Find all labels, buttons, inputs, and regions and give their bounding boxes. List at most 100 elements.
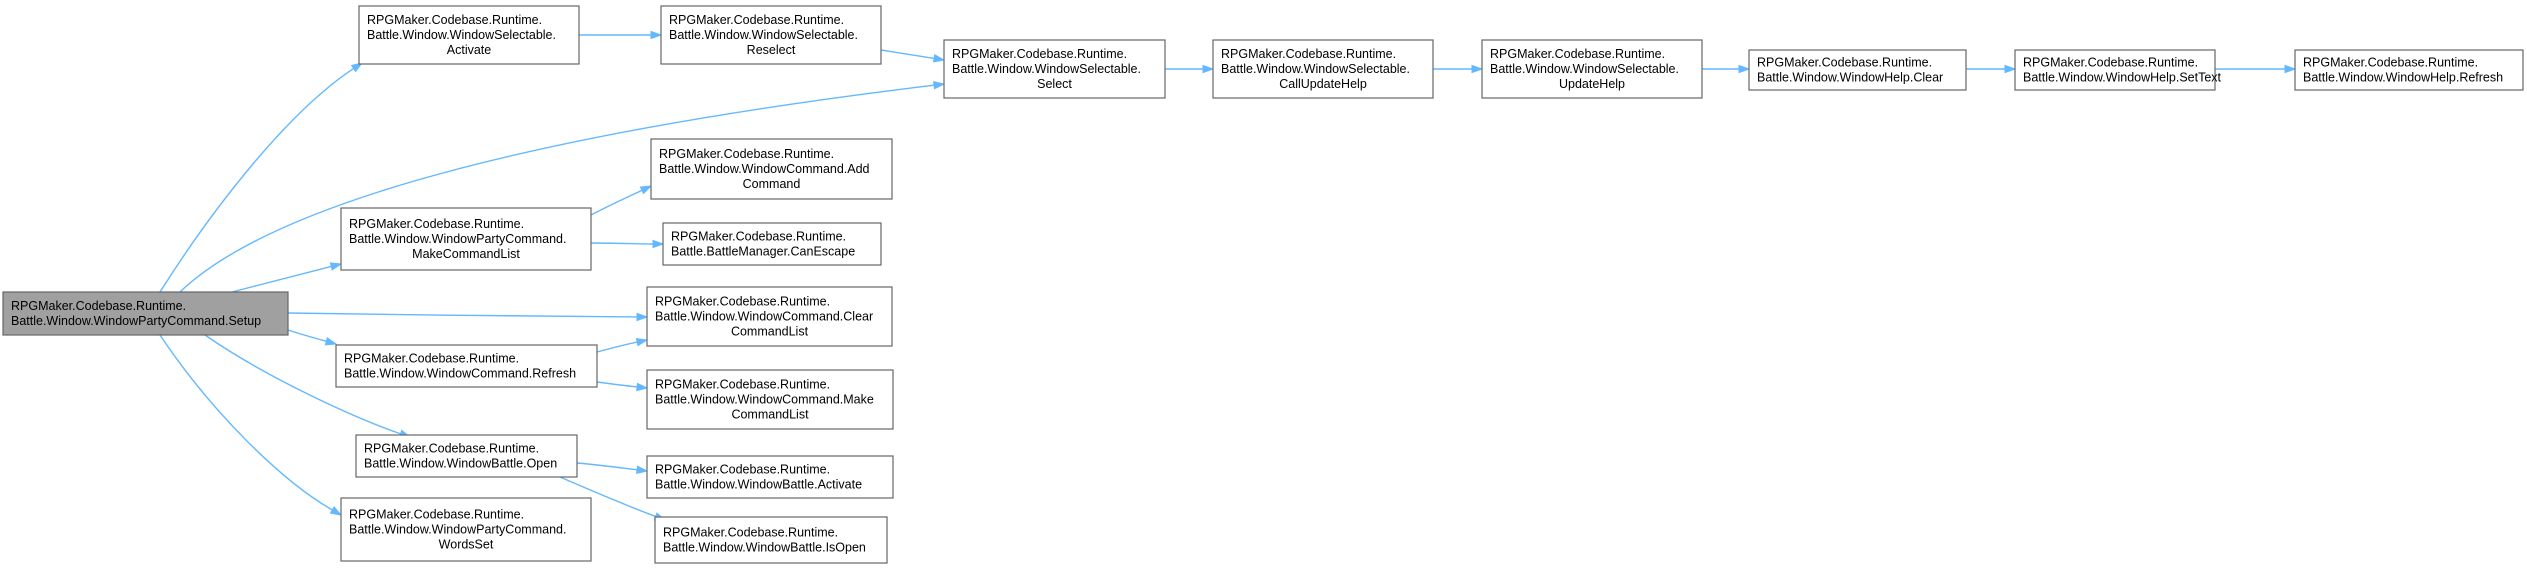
node-ws-select[interactable]: RPGMaker.Codebase.Runtime.Battle.Window.…: [943, 39, 1166, 99]
node-box: [1212, 39, 1434, 99]
nodes-layer: RPGMaker.Codebase.Runtime.Battle.Window.…: [2, 5, 2524, 564]
edge-setup-to-wpc_wordsset: [159, 334, 343, 516]
edge-ws_select-to-ws_callupdatehelp: [1165, 64, 1215, 74]
edge-line: [590, 242, 655, 245]
node-wh-clear[interactable]: RPGMaker.Codebase.Runtime.Battle.Window.…: [1748, 49, 1967, 91]
edge-wc_refresh-to-wc_makecommandlist: [596, 381, 649, 392]
node-wb-activate[interactable]: RPGMaker.Codebase.Runtime.Battle.Window.…: [646, 455, 894, 499]
edge-line: [231, 265, 333, 293]
node-label-line: Battle.Window.WindowSelectable.: [1490, 62, 1679, 76]
node-label-line: RPGMaker.Codebase.Runtime.: [669, 13, 844, 27]
node-label-line: Battle.Window.WindowHelp.Refresh: [2303, 71, 2503, 85]
edge-line: [159, 67, 355, 293]
edge-setup-to-ws_activate: [159, 62, 364, 293]
edge-line: [576, 462, 639, 471]
arrowhead: [650, 30, 663, 40]
arrowhead: [329, 262, 343, 271]
edges-layer: [159, 30, 2297, 521]
node-wh-refresh[interactable]: RPGMaker.Codebase.Runtime.Battle.Window.…: [2294, 49, 2524, 91]
node-wpc-makecommandlist[interactable]: RPGMaker.Codebase.Runtime.Battle.Window.…: [340, 207, 592, 271]
edge-line: [596, 341, 639, 353]
node-label-line: RPGMaker.Codebase.Runtime.: [2303, 56, 2478, 70]
node-bm-canescape[interactable]: RPGMaker.Codebase.Runtime.Battle.BattleM…: [662, 222, 882, 266]
node-label-line: RPGMaker.Codebase.Runtime.: [349, 217, 524, 231]
arrowhead: [324, 337, 338, 346]
node-label-line: CallUpdateHelp: [1279, 77, 1367, 91]
edge-setup-to-wpc_makecommandlist: [231, 262, 343, 293]
node-label-line: Battle.Window.WindowSelectable.: [952, 62, 1141, 76]
node-box: [646, 286, 893, 347]
edge-line: [596, 381, 639, 388]
node-label-line: Activate: [447, 43, 492, 57]
node-label-line: CommandList: [731, 325, 809, 339]
edge-line: [880, 49, 936, 60]
node-label-line: Battle.Window.WindowHelp.Clear: [1757, 71, 1943, 85]
node-wc-addcommand[interactable]: RPGMaker.Codebase.Runtime.Battle.Window.…: [650, 138, 893, 200]
node-label-line: RPGMaker.Codebase.Runtime.: [1490, 47, 1665, 61]
node-box: [943, 39, 1166, 99]
node-box: [654, 516, 888, 564]
node-label-line: RPGMaker.Codebase.Runtime.: [1221, 47, 1396, 61]
node-box: [1481, 39, 1703, 99]
node-ws-activate[interactable]: RPGMaker.Codebase.Runtime.Battle.Window.…: [358, 5, 580, 65]
node-label-line: Battle.Window.WindowSelectable.: [367, 28, 556, 42]
node-ws-updatehelp[interactable]: RPGMaker.Codebase.Runtime.Battle.Window.…: [1481, 39, 1703, 99]
node-label-line: RPGMaker.Codebase.Runtime.: [952, 47, 1127, 61]
node-wc-clearcommandlist[interactable]: RPGMaker.Codebase.Runtime.Battle.Window.…: [646, 286, 893, 347]
edge-line: [159, 334, 334, 512]
node-label-line: Battle.Window.WindowCommand.Refresh: [344, 367, 576, 381]
arrowhead: [652, 239, 665, 249]
edge-wc_refresh-to-wc_clearcommandlist: [596, 337, 649, 353]
node-label-line: Reselect: [747, 43, 796, 57]
node-ws-reselect[interactable]: RPGMaker.Codebase.Runtime.Battle.Window.…: [660, 5, 882, 65]
node-wpc-wordsset[interactable]: RPGMaker.Codebase.Runtime.Battle.Window.…: [340, 497, 592, 562]
node-label-line: Battle.BattleManager.CanEscape: [671, 245, 855, 259]
node-box: [660, 5, 882, 65]
edge-ws_callupdatehelp-to-ws_updatehelp: [1433, 64, 1484, 74]
arrowhead: [933, 80, 946, 90]
node-wc-refresh[interactable]: RPGMaker.Codebase.Runtime.Battle.Window.…: [335, 344, 598, 388]
node-box: [340, 497, 592, 562]
node-wh-settext[interactable]: RPGMaker.Codebase.Runtime.Battle.Window.…: [2014, 49, 2222, 91]
node-wc-makecommandlist[interactable]: RPGMaker.Codebase.Runtime.Battle.Window.…: [646, 369, 894, 430]
node-wb-open[interactable]: RPGMaker.Codebase.Runtime.Battle.Window.…: [355, 434, 578, 478]
node-label-line: RPGMaker.Codebase.Runtime.: [367, 13, 542, 27]
node-label-line: RPGMaker.Codebase.Runtime.: [349, 508, 524, 522]
node-box: [646, 369, 894, 430]
node-setup[interactable]: RPGMaker.Codebase.Runtime.Battle.Window.…: [2, 291, 289, 336]
node-box: [646, 455, 894, 499]
node-label-line: MakeCommandList: [412, 247, 520, 261]
edge-ws_reselect-to-ws_select: [880, 49, 946, 63]
node-label-line: Battle.Window.WindowBattle.IsOpen: [663, 541, 866, 555]
edge-line: [179, 84, 936, 293]
edge-wpc_makecommandlist-to-wc_addcommand: [590, 185, 653, 216]
node-label-line: Battle.Window.WindowPartyCommand.: [349, 523, 566, 537]
node-label-line: Battle.Window.WindowSelectable.: [1221, 62, 1410, 76]
edge-line: [204, 334, 402, 435]
arrowhead: [635, 337, 649, 347]
edge-setup-to-ws_select: [179, 80, 946, 293]
node-label-line: UpdateHelp: [1559, 77, 1625, 91]
node-box: [2014, 49, 2216, 91]
node-ws-callupdatehelp[interactable]: RPGMaker.Codebase.Runtime.Battle.Window.…: [1212, 39, 1434, 99]
node-label-line: Battle.Window.WindowPartyCommand.: [349, 232, 566, 246]
edge-ws_updatehelp-to-wh_clear: [1702, 64, 1751, 74]
node-box: [358, 5, 580, 65]
node-label-line: RPGMaker.Codebase.Runtime.: [663, 526, 838, 540]
node-label-line: RPGMaker.Codebase.Runtime.: [659, 147, 834, 161]
edge-wh_settext-to-wh_refresh: [2215, 64, 2297, 74]
arrowhead: [932, 54, 946, 63]
node-label-line: RPGMaker.Codebase.Runtime.: [1757, 56, 1932, 70]
arrowhead: [1202, 64, 1215, 74]
node-box: [2294, 49, 2524, 91]
node-label-line: WordsSet: [439, 538, 494, 552]
node-label-line: RPGMaker.Codebase.Runtime.: [671, 230, 846, 244]
node-label-line: RPGMaker.Codebase.Runtime.: [344, 352, 519, 366]
arrowhead: [636, 465, 649, 475]
edge-wpc_makecommandlist-to-bm_canescape: [590, 239, 665, 249]
edge-wb_open-to-wb_activate: [576, 462, 649, 475]
node-wb-isopen[interactable]: RPGMaker.Codebase.Runtime.Battle.Window.…: [654, 516, 888, 564]
node-box: [2, 291, 289, 336]
node-box: [662, 222, 882, 266]
